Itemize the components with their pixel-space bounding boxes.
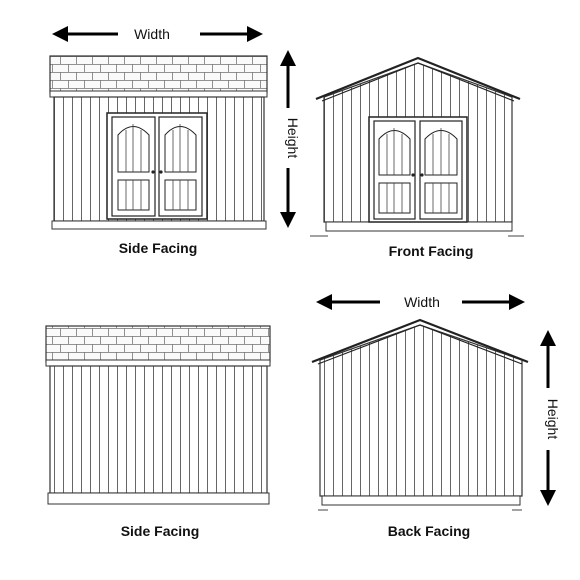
height-label-top: Height (285, 118, 301, 159)
width-label-bottom: Width (404, 294, 440, 310)
skid-base (325, 221, 513, 232)
roof-shingles (49, 55, 268, 94)
double-doors (368, 116, 468, 223)
roof-shingles (45, 325, 271, 363)
fascia (49, 90, 268, 98)
caption-side-bottom: Side Facing (121, 523, 200, 539)
caption-side-top: Side Facing (119, 240, 198, 256)
double-doors (106, 112, 208, 220)
skid-base (321, 495, 521, 506)
gable-wall (319, 324, 523, 497)
skid-base (47, 492, 270, 505)
width-arrow-bottom: Width (316, 294, 525, 310)
side-view-top: Side Facing (49, 55, 268, 256)
roof-outline (311, 318, 529, 364)
back-view: Back Facing (311, 318, 529, 539)
width-arrow-top: Width (52, 26, 263, 42)
height-arrow-bottom: Height (540, 330, 561, 506)
width-label-top: Width (134, 26, 170, 42)
height-label-bottom: Height (545, 399, 561, 440)
fascia (45, 359, 271, 367)
front-view: Front Facing (310, 56, 524, 259)
caption-back: Back Facing (388, 523, 470, 539)
height-arrow-top: Height (280, 50, 301, 228)
caption-front: Front Facing (389, 243, 474, 259)
wall-siding (49, 365, 268, 494)
roof-outline (315, 56, 521, 101)
skid-base (51, 220, 267, 230)
side-view-bottom: Side Facing (45, 325, 271, 539)
